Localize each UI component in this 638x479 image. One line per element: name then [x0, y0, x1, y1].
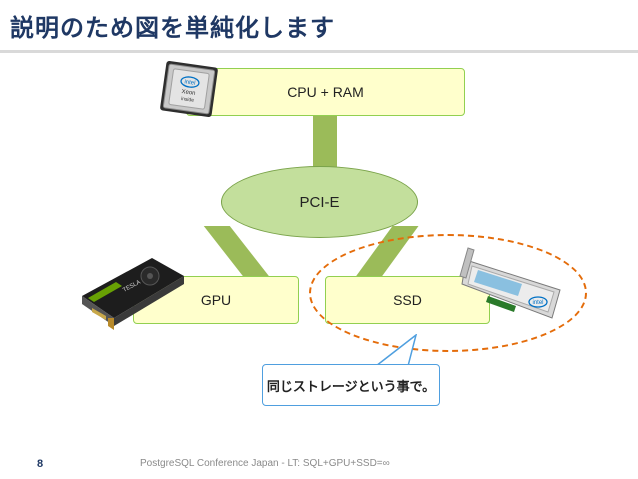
- pci-e-label: PCI-E: [299, 193, 340, 211]
- footer-text: PostgreSQL Conference Japan - LT: SQL+GP…: [140, 458, 390, 469]
- cpu-brand-text: intel: [184, 79, 196, 86]
- cpu-chip-image: intel Xeon inside: [160, 61, 218, 117]
- cpu-ram-label: CPU + RAM: [287, 84, 364, 100]
- cpu-model-text-1: Xeon: [181, 89, 196, 97]
- callout-pointer: [373, 334, 418, 367]
- cpu-model-text-2: inside: [181, 96, 195, 104]
- gpu-card-image: TESLA: [82, 258, 184, 330]
- connector-cpu-bus: [313, 114, 337, 174]
- gpu-label: GPU: [200, 292, 232, 308]
- ssd-card-image: intel: [459, 247, 561, 319]
- ssd-brand-text: intel: [532, 300, 543, 306]
- slide-title: 説明のため図を単純化します: [10, 14, 335, 42]
- storage-callout: 同じストレージという事で。: [262, 364, 440, 406]
- page-number: 8: [37, 458, 44, 470]
- callout-text: 同じストレージという事で。: [266, 379, 436, 395]
- pci-e-bus-ellipse: PCI-E: [221, 166, 418, 238]
- cpu-ram-box: CPU + RAM: [186, 68, 465, 116]
- title-underline: [0, 50, 638, 53]
- storage-highlight-oval: [309, 234, 587, 352]
